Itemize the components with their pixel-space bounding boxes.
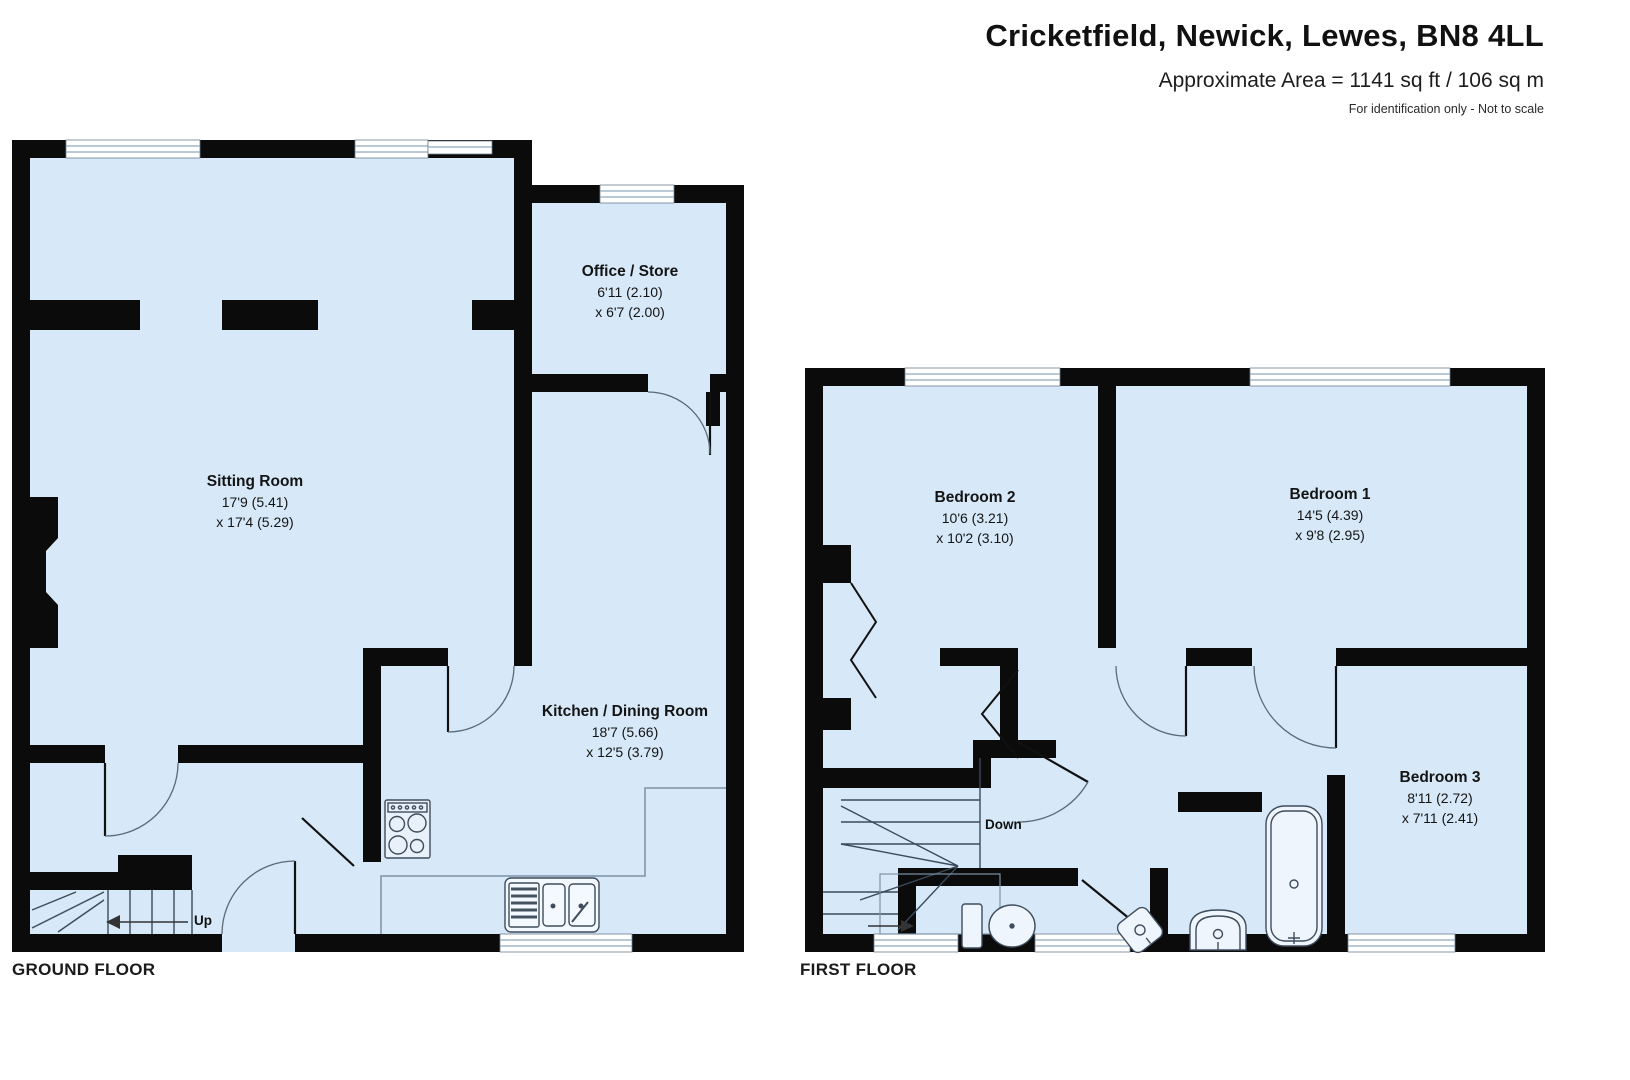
door-arc	[1253, 665, 1338, 749]
disclaimer-note: For identification only - Not to scale	[1348, 102, 1544, 116]
toilet-icon	[961, 903, 1036, 949]
wardrobe-bifold-doors	[849, 582, 878, 699]
ground-doors	[103, 391, 712, 935]
window	[1347, 933, 1456, 953]
stove-icon	[384, 799, 431, 859]
door-arc	[446, 665, 515, 733]
stairs-down-label: Down	[985, 817, 1022, 832]
bathtub-icon	[1265, 805, 1323, 947]
door-arc	[221, 860, 297, 935]
window	[354, 139, 429, 159]
down-arrow-icon	[868, 920, 914, 932]
window	[65, 139, 201, 159]
kitchen-worktop	[380, 787, 726, 934]
page-title: Cricketfield, Newick, Lewes, BN8 4LL	[985, 18, 1544, 53]
room-label-office-store: Office / Store 6'11 (2.10) x 6'7 (2.00)	[581, 263, 679, 320]
kitchen-sink-icon	[504, 877, 600, 933]
window	[599, 184, 675, 204]
door-arc	[103, 762, 179, 837]
up-arrow-icon	[106, 915, 188, 929]
front-door-opening	[222, 934, 295, 952]
ground-floor-plan	[12, 139, 744, 953]
door-arc	[647, 391, 712, 455]
room-label-sitting-room: Sitting Room 17'9 (5.41) x 17'4 (5.29)	[206, 473, 304, 530]
window	[1034, 933, 1131, 953]
ground-floor-caption: GROUND FLOOR	[12, 960, 156, 979]
stairs-up-label: Up	[194, 913, 212, 928]
room-label-kitchen-dining: Kitchen / Dining Room 18'7 (5.66) x 12'5…	[541, 703, 709, 760]
ground-walls	[12, 140, 744, 952]
plan-header: Cricketfield, Newick, Lewes, BN8 4LL App…	[985, 18, 1544, 116]
window	[499, 933, 633, 953]
first-floor-plan	[805, 367, 1545, 954]
ground-windows	[65, 139, 675, 953]
window	[427, 140, 493, 155]
corner-basin-icon	[1116, 906, 1164, 954]
first-floor-caption: FIRST FLOOR	[800, 960, 917, 979]
window	[904, 367, 1061, 387]
room-label-bedroom-3: Bedroom 3 8'11 (2.72) x 7'11 (2.41)	[1399, 769, 1481, 826]
washbasin-icon	[1189, 909, 1247, 951]
window	[1249, 367, 1451, 387]
door-leaf	[301, 817, 355, 867]
window	[873, 933, 959, 953]
approximate-area: Approximate Area = 1141 sq ft / 106 sq m	[1158, 69, 1544, 92]
first-windows	[873, 367, 1456, 953]
fireplace-recess	[46, 538, 58, 605]
ground-stairs	[31, 890, 193, 934]
door-arc	[1115, 665, 1188, 737]
door-arc	[1017, 741, 1089, 823]
room-label-bedroom-1: Bedroom 1 14'5 (4.39) x 9'8 (2.95)	[1289, 486, 1371, 543]
double-door-leaves	[980, 669, 1019, 759]
first-stairs	[823, 758, 1001, 935]
room-label-bedroom-2: Bedroom 2 10'6 (3.21) x 10'2 (3.10)	[934, 489, 1016, 546]
